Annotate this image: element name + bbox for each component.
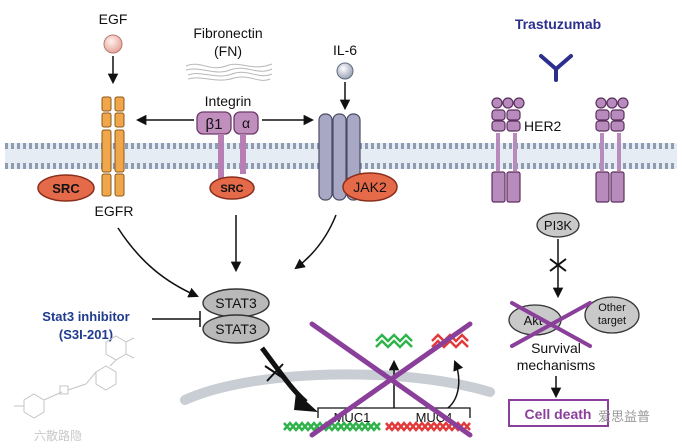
egfr-to-stat3-arrow (117, 227, 199, 298)
watermark-left: 六散路隐 (34, 428, 82, 443)
integrin-receptor: β1 α (196, 111, 259, 192)
fibronectin-fibers (185, 63, 273, 81)
muc1-transcript-icon (375, 333, 413, 349)
pi3k-node: PI3K (536, 212, 580, 238)
jak2-label: JAK2 (353, 179, 387, 195)
alpha-label: α (242, 115, 250, 131)
akt-node: Akt (508, 304, 562, 336)
jak2-to-stat3-arrow (294, 214, 337, 270)
fibronectin-label: Fibronectin (193, 25, 262, 41)
her2-label: HER2 (524, 118, 562, 134)
il6-label: IL-6 (333, 42, 357, 58)
mechanisms-label: mechanisms (517, 357, 596, 373)
other-target-node: Other target (584, 296, 640, 334)
pi3k-block-mark (549, 258, 567, 272)
egfr-label: EGFR (95, 203, 134, 219)
integrin-label: Integrin (205, 93, 252, 109)
watermark-right: 爱思益普 (598, 409, 650, 424)
src-mid-label: SRC (220, 183, 243, 195)
cell-death-box: Cell death (508, 399, 609, 427)
stat3-to-dna-arrow (259, 346, 318, 412)
trastuzumab-antibody (539, 54, 573, 82)
src-mid-node: SRC (209, 176, 255, 200)
s3i-label: (S3I-201) (59, 327, 113, 342)
pi3k-label: PI3K (544, 218, 573, 233)
her2-receptor-left (491, 97, 525, 203)
egf-label: EGF (99, 11, 128, 27)
inhibition-bar (152, 311, 201, 327)
muc-expression-cross (309, 321, 473, 438)
egfr-receptor (101, 96, 125, 197)
stat3-dimer: STAT3 STAT3 (202, 288, 270, 344)
nuclear-envelope (180, 369, 495, 405)
her2-receptor-right (595, 97, 629, 203)
other-target-label-2: target (598, 315, 626, 327)
stat3-top-label: STAT3 (215, 295, 257, 311)
survival-cross (510, 301, 592, 348)
il6-ligand (336, 62, 354, 80)
muc4-expression-arrow (447, 360, 464, 409)
fn-label: (FN) (214, 43, 242, 59)
cell-death-label: Cell death (525, 406, 592, 422)
jak2-node: JAK2 (342, 172, 398, 202)
other-target-label-1: Other (598, 302, 626, 314)
beta1-label: β1 (206, 116, 223, 133)
egf-ligand (103, 34, 123, 54)
stat3-bottom-label: STAT3 (215, 321, 257, 337)
s3i-201-structure-image (14, 335, 135, 419)
survival-label: Survival (531, 340, 581, 356)
src-left-label: SRC (52, 181, 80, 196)
stat3-inhibitor-label: Stat3 inhibitor (42, 309, 129, 324)
src-left-node: SRC (37, 174, 95, 202)
trastuzumab-label: Trastuzumab (515, 16, 601, 32)
stat3-bottom-node (202, 314, 270, 344)
